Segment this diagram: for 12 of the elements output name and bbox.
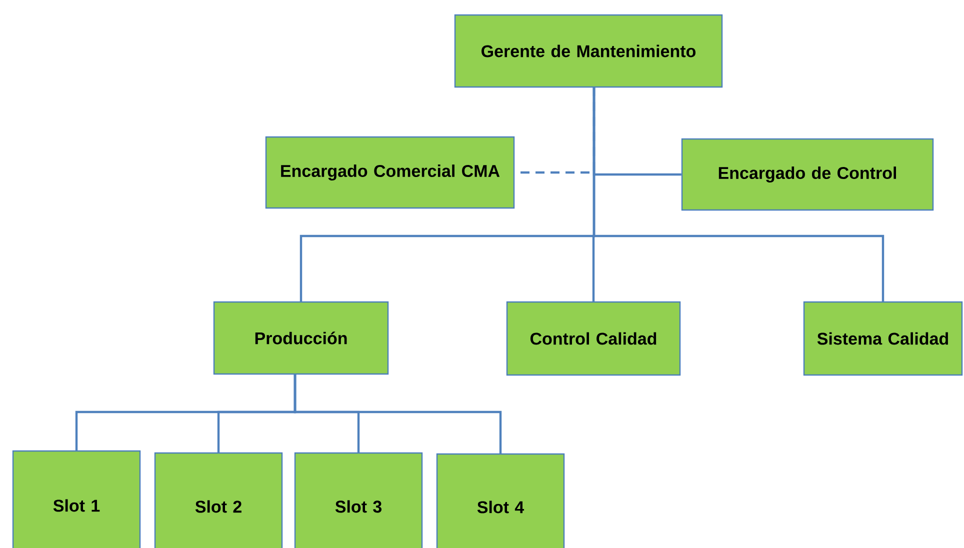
org-box: Slot 2 [154,452,283,548]
org-box: Slot 3 [294,452,423,548]
org-box: Control Calidad [506,301,681,376]
org-box: Encargado Comercial CMA [265,136,515,209]
connector-line [592,87,884,302]
org-box: Encargado de Control [681,138,934,211]
org-box: Producción [213,301,389,375]
org-box: Slot 1 [12,450,141,548]
connector-line [294,374,502,454]
org-box: Gerente de Mantenimiento [454,14,723,88]
org-box: Sistema Calidad [803,301,963,376]
org-box: Slot 4 [436,453,565,548]
